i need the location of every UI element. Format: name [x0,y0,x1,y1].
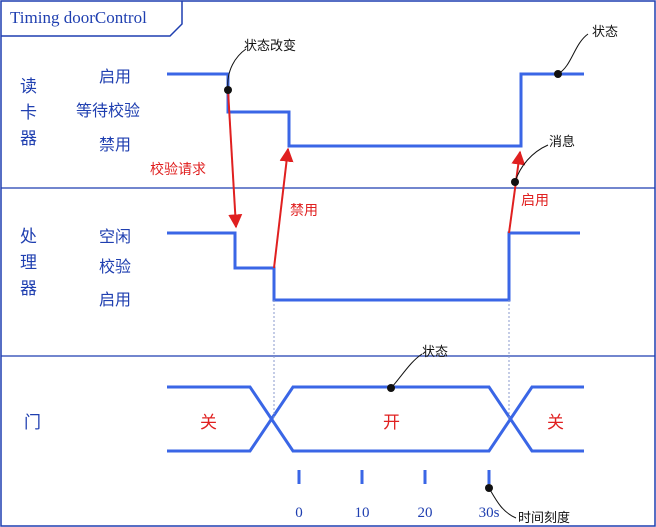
door-line-bottom [167,385,584,453]
door-label: 门 [24,413,41,433]
tick-label-0: 0 [295,505,303,521]
message-arrows: 校验请求 禁用 启用 [150,89,549,269]
door-state-closed-left: 关 [200,413,217,433]
arrow-verify-request [227,89,243,229]
message-disable: 禁用 [290,203,318,219]
reader-label-char-1: 读 [20,77,37,97]
door-state-leader [390,353,423,389]
tick-label-30s: 30s [479,505,500,521]
door-line-top [167,385,584,453]
door-state-open: 开 [383,413,400,433]
processor-timeline [167,231,580,302]
lane-door: 门 关 开 关 [24,385,584,453]
processor-state-verify: 校验 [99,257,131,276]
reader-state-enabled: 启用 [99,67,131,86]
tick-label-20: 20 [418,505,433,521]
processor-label-char-2: 理 [20,253,37,273]
message-verify-request: 校验请求 [150,161,206,178]
state-change-leader [227,48,247,91]
time-axis: 0 10 20 30s [295,470,500,521]
reader-state-waiting: 等待校验 [76,101,140,120]
reader-label-char-3: 器 [20,129,37,149]
door-state-closed-right: 关 [547,413,564,433]
reader-state-disabled: 禁用 [99,135,131,154]
processor-label-char-3: 器 [20,279,37,299]
processor-label-char-1: 处 [20,227,37,247]
annotation-message: 消息 [549,134,575,150]
lane-processor: 处 理 器 空闲 校验 启用 [20,227,580,309]
frame-title-tab [1,1,183,37]
arrow-enable [508,150,526,234]
tick-label-10: 10 [355,505,370,521]
frame-title: Timing doorControl [10,8,147,27]
state-top-right-leader [557,33,589,75]
arrow-disable [273,147,294,269]
annotation-door-state: 状态 [422,345,448,360]
lane-reader: 读 卡 器 启用 等待校验 禁用 [20,67,584,154]
message-enable: 启用 [521,193,549,209]
reader-label-char-2: 卡 [20,103,37,123]
processor-state-enabled: 启用 [99,290,131,309]
annotation-state-change: 状态改变 [244,38,296,54]
annotation-time-scale: 时间刻度 [518,510,570,526]
time-scale-leader [488,487,517,519]
annotations: 状态改变 状态 消息 状态 时间刻度 [224,25,618,526]
message-leader [514,144,549,183]
processor-state-idle: 空闲 [99,227,131,246]
annotation-state-top-right: 状态 [592,25,618,40]
